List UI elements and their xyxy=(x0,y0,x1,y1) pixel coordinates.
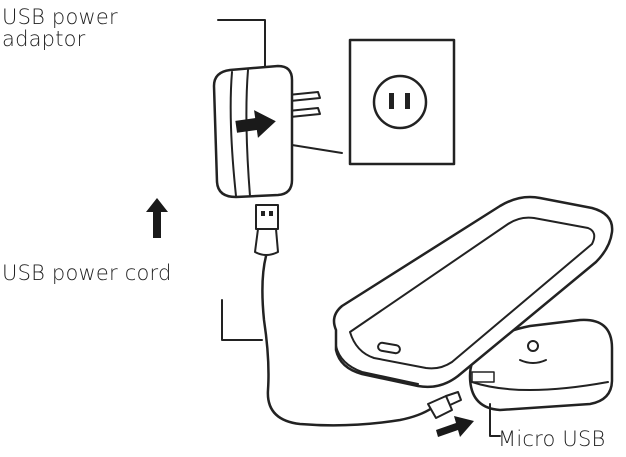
smartphone xyxy=(332,195,614,389)
adaptor-callout-line xyxy=(217,19,266,73)
wall-outlet xyxy=(348,38,456,166)
usb-power-adaptor-label-line2: adaptor xyxy=(2,27,86,51)
up-arrow-icon xyxy=(146,198,168,238)
micro-callout-line xyxy=(489,403,501,437)
cord-callout-line xyxy=(221,299,263,341)
usb-power-adaptor-label-line1: USB power xyxy=(2,5,118,29)
micro-usb-label: Micro USB xyxy=(498,427,606,451)
usb-plug xyxy=(254,204,279,256)
usb-power-adaptor-label: USB power adaptor xyxy=(2,6,118,50)
adaptor-prongs xyxy=(287,91,321,118)
insert-arrow-icon xyxy=(235,110,276,138)
micro-usb-plug xyxy=(427,391,462,419)
usb-power-adaptor xyxy=(212,64,343,199)
usb-power-cord-label: USB power cord xyxy=(2,261,172,285)
usb-power-cord xyxy=(261,254,434,427)
micro-insert-arrow-icon xyxy=(436,416,474,437)
